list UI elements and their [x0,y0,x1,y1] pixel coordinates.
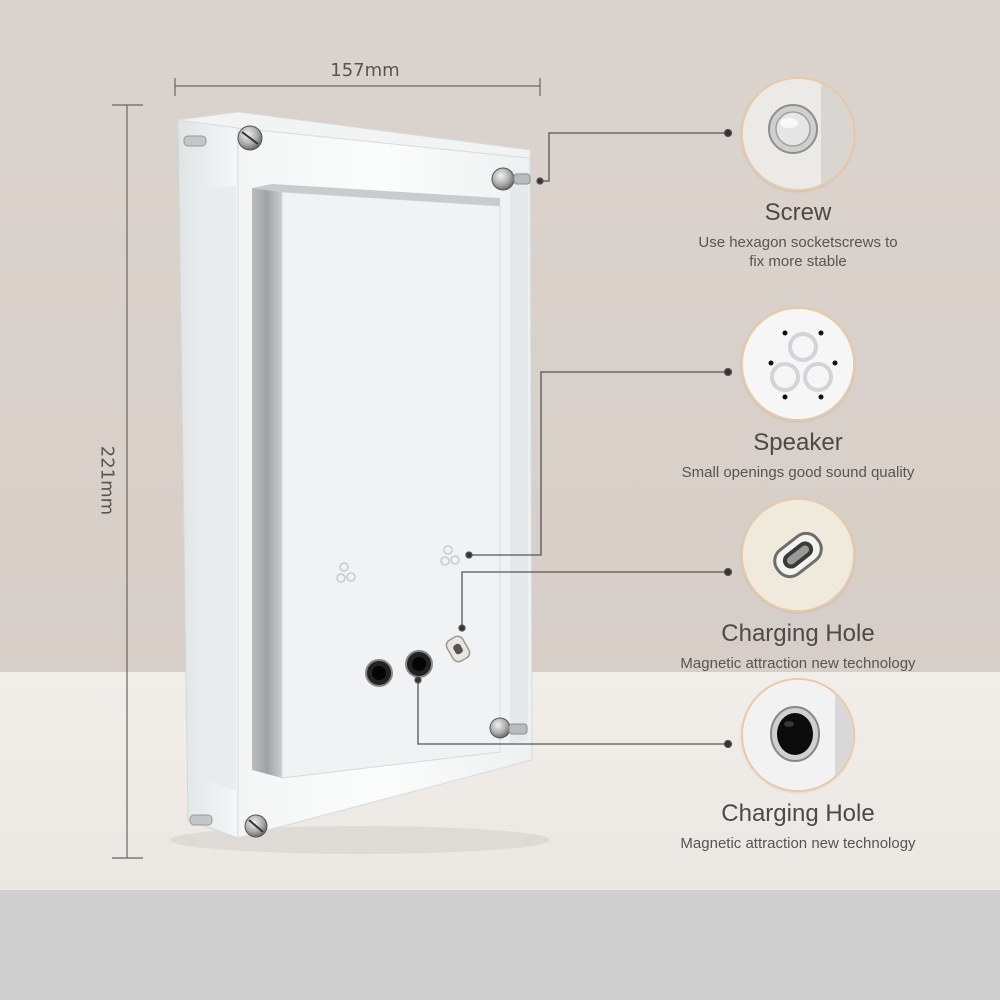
speaker-holes-right [440,545,460,566]
callout-title: Speaker [753,429,843,456]
background-floor [0,890,1000,1000]
callout-title: Charging Hole [721,800,875,827]
speaker-holes-left [336,562,356,583]
round-charging-hole-right [405,650,433,678]
frame-screw-top-right [491,167,531,191]
callout-description-line: Small openings good sound quality [681,464,915,481]
magnetic-charging-port-icon [741,498,855,612]
height-dimension-line [112,104,143,859]
callout-description: Use hexagon socketscrews to fix more sta… [648,233,948,271]
callout-description: Small openings good sound quality [648,463,948,482]
speaker-holes-icon [741,307,855,421]
width-dimension-label: 157mm [330,60,400,81]
callout-charging-port: Charging Hole Magnetic attraction new te… [648,498,948,673]
callout-title: Screw [764,199,832,226]
leader-line-speaker [465,367,733,559]
round-charging-hole-left [365,659,393,687]
screw-icon [741,77,855,191]
frame-screw-bottom-right [489,717,528,739]
callout-description-line: Magnetic attraction new technology [680,835,916,852]
width-dimension-line [174,78,541,96]
display-panel [252,184,501,779]
callout-title: Charging Hole [721,620,875,647]
leader-line-screw [536,128,733,185]
leader-line-charging-hole [414,676,733,749]
callout-description-line: Use hexagon socketscrews to [698,234,898,251]
height-dimension-label: 221mm [96,445,118,516]
callout-description: Magnetic attraction new technology [648,834,948,853]
frame-screw-top-left [237,125,263,151]
magnetic-charging-port [445,635,471,663]
round-charging-hole-icon [741,678,855,792]
frame-screw-bottom-left [189,814,268,838]
callout-description-line: Magnetic attraction new technology [680,655,916,672]
leader-line-charging-port [458,567,733,632]
callout-screw: Screw Use hexagon socketscrews to fix mo… [648,77,948,271]
callout-charging-hole: Charging Hole Magnetic attraction new te… [648,678,948,853]
callout-description: Magnetic attraction new technology [648,654,948,673]
callout-speaker: Speaker Small openings good sound qualit… [648,307,948,482]
callout-description-line: fix more stable [749,253,847,270]
frame-screw-top-left-back [183,135,207,147]
